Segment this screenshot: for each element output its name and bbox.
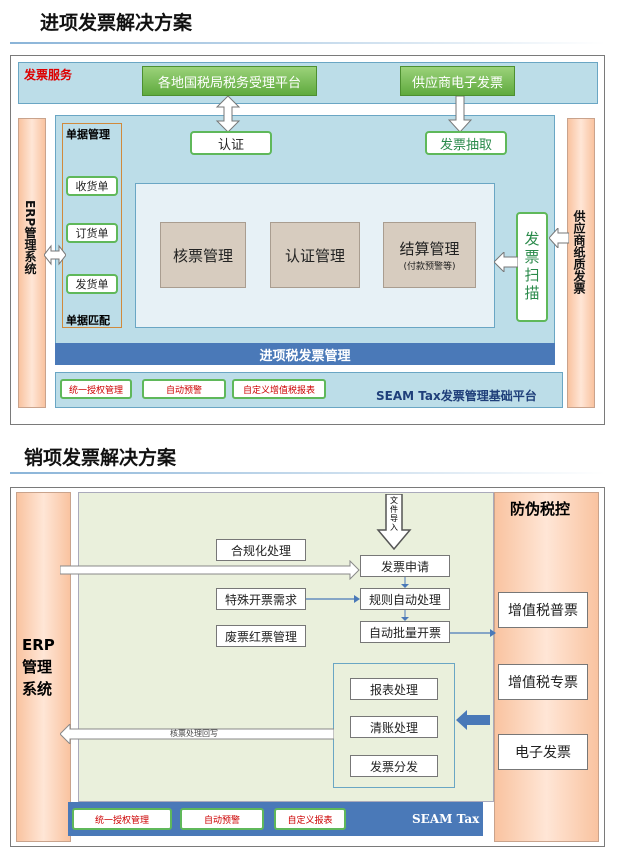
invoice-service-label: 发票服务 <box>24 68 73 82</box>
anti-fake-to-process-arrow <box>456 710 490 730</box>
erp-doc-double-arrow <box>44 244 66 266</box>
supplier-paper-bar <box>567 118 595 408</box>
supplier-paper-label: 供应商纸质发票 <box>572 210 586 294</box>
auth-box: 认证 <box>190 131 272 155</box>
doc-mgmt-label: 单据管理 <box>66 128 110 141</box>
module-settle-sub: (付款预警等) <box>403 262 456 272</box>
doc-order: 订货单 <box>66 223 118 243</box>
supplier-e-invoice: 供应商电子发票 <box>400 66 515 96</box>
doc-delivery: 发货单 <box>66 274 118 294</box>
report-processing: 报表处理 <box>350 678 438 700</box>
erp-system-label: ERP管理系统 <box>23 200 37 275</box>
btn-custom-report[interactable]: 自定义报表 <box>274 808 346 830</box>
seam-platform-name: SEAM Tax发票管理基础平台 <box>376 389 537 403</box>
fetch-down-arrow <box>448 96 472 132</box>
file-import-arrow <box>376 494 412 550</box>
seam-tax-label: SEAM Tax <box>412 812 480 826</box>
module-settle-label: 结算管理 <box>399 240 460 258</box>
void-red-invoice-box: 废票红票管理 <box>216 625 306 647</box>
flow-batch-issue: 自动批量开票 <box>360 621 450 643</box>
btn-auto-warning-2[interactable]: 自动预警 <box>180 808 264 830</box>
flow-invoice-request: 发票申请 <box>360 555 450 577</box>
btn-auto-warning[interactable]: 自动预警 <box>142 379 226 399</box>
btn-unified-auth[interactable]: 统一授权管理 <box>60 379 132 399</box>
doc-match-label: 单据匹配 <box>66 314 110 327</box>
title-rule-2 <box>10 472 605 474</box>
vat-normal-invoice: 增值税普票 <box>498 592 588 628</box>
module-verify: 核票管理 <box>160 222 246 288</box>
clearing-processing: 清账处理 <box>350 716 438 738</box>
doc-receipt: 收货单 <box>66 176 118 196</box>
erp-system-bar <box>18 118 46 408</box>
invoice-scan-box: 发票扫描 <box>516 212 548 322</box>
supplier-left-arrow <box>549 228 569 248</box>
btn-unified-auth-2[interactable]: 统一授权管理 <box>72 808 172 830</box>
erp-to-request-arrow <box>60 560 360 580</box>
top-section-title: 进项发票解决方案 <box>40 12 193 34</box>
invoice-distribution: 发票分发 <box>350 755 438 777</box>
bottom-section-title: 销项发票解决方案 <box>24 447 177 469</box>
erp-label-bottom: ERP 管理 系统 <box>22 636 55 698</box>
erp-bar-bottom <box>16 492 71 842</box>
flow-down-arrows <box>401 577 409 621</box>
special-to-rule-arrow <box>306 595 360 603</box>
scan-left-arrow <box>494 252 518 272</box>
tax-bureau-platform: 各地国税局税务受理平台 <box>142 66 317 96</box>
auth-double-arrow <box>215 96 241 132</box>
flow-rule-auto: 规则自动处理 <box>360 588 450 610</box>
module-auth: 认证管理 <box>270 222 360 288</box>
input-tax-mgmt-bar: 进项税发票管理 <box>55 343 555 365</box>
compliance-box: 合规化处理 <box>216 539 306 561</box>
anti-fake-label: 防伪税控 <box>510 500 571 518</box>
file-import-label: 文件导入 <box>390 496 398 532</box>
e-invoice: 电子发票 <box>498 734 588 770</box>
return-to-erp-arrow <box>60 724 334 744</box>
input-invoice-diagram <box>10 55 605 425</box>
batch-to-right-arrow <box>450 629 496 637</box>
vat-special-invoice: 增值税专票 <box>498 664 588 700</box>
return-label: 核票处理回写 <box>170 729 218 738</box>
special-invoice-box: 特殊开票需求 <box>216 588 306 610</box>
title-rule <box>10 42 605 44</box>
output-invoice-diagram <box>10 487 605 847</box>
invoice-fetch-box: 发票抽取 <box>425 131 507 155</box>
btn-custom-vat-report[interactable]: 自定义增值税报表 <box>232 379 326 399</box>
module-settle: 结算管理 (付款预警等) <box>383 222 476 288</box>
